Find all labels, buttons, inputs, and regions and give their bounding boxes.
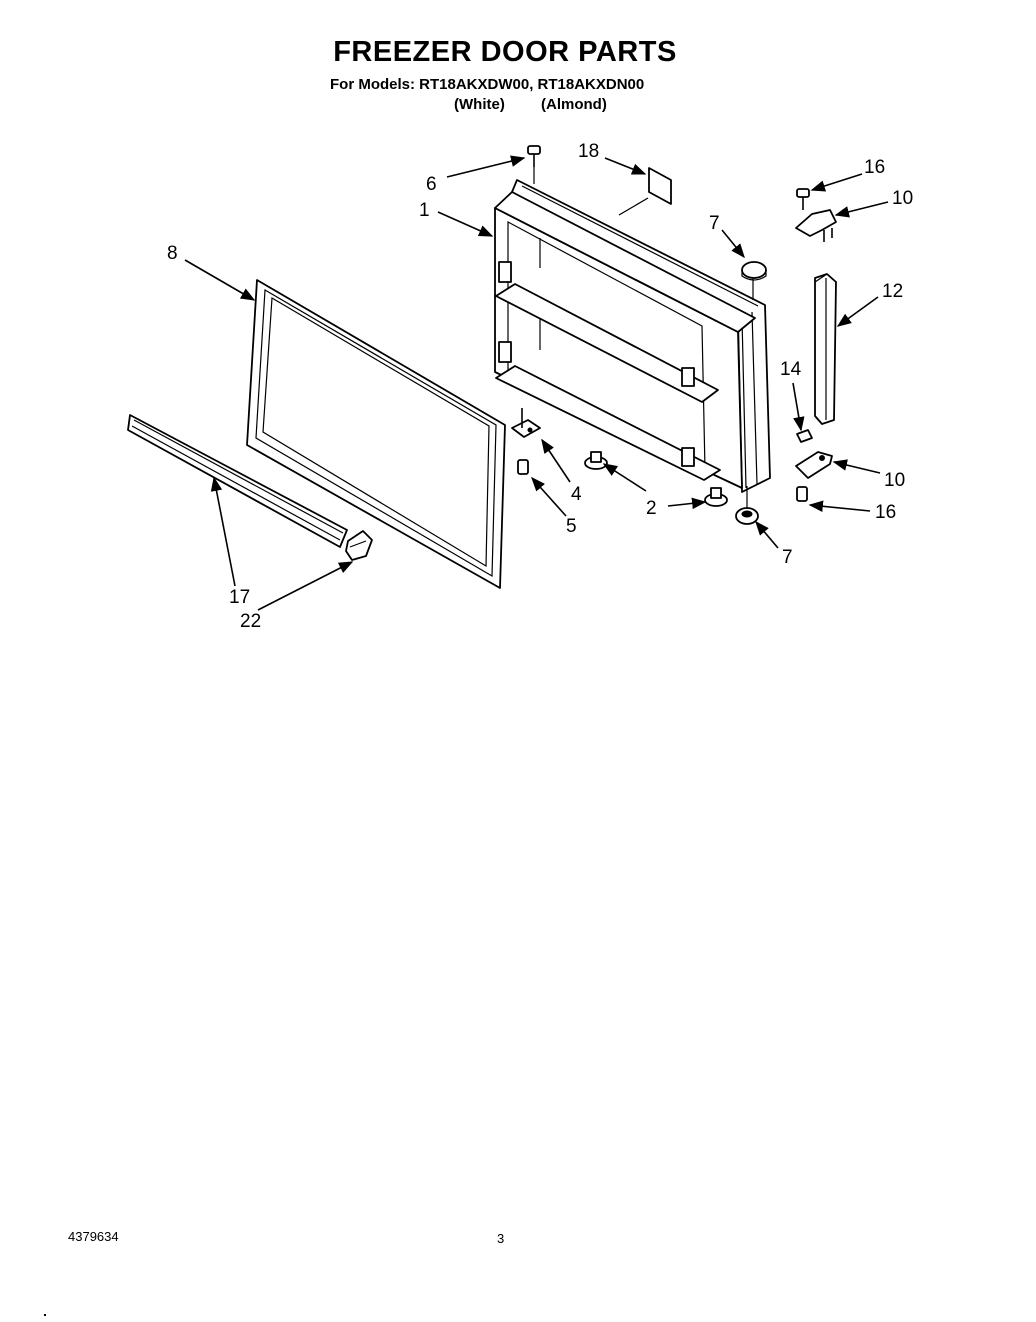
callout-18: 18 [578, 141, 599, 162]
page-title: FREEZER DOOR PARTS [333, 36, 677, 68]
door-stop-left [584, 451, 608, 470]
callout-16-top: 16 [864, 157, 885, 178]
handle-screw-bottom [796, 486, 808, 502]
screw-top [527, 145, 541, 167]
bracket-screw [517, 459, 529, 475]
callout-22: 22 [240, 611, 261, 632]
document-number: 4379634 [68, 1229, 119, 1244]
callout-16-bottom: 16 [875, 502, 896, 523]
callout-1: 1 [419, 200, 430, 221]
handle-spacer [796, 429, 813, 443]
door-handle [814, 273, 837, 425]
label-plate [648, 167, 672, 205]
page-number: 3 [497, 1231, 505, 1246]
plug-button-top [741, 261, 767, 281]
door-bracket [511, 408, 541, 438]
handle-bracket-top [795, 209, 837, 242]
scan-mark [44, 1314, 46, 1316]
callout-6: 6 [426, 174, 437, 195]
door-trim-strip [127, 414, 348, 548]
plug-button-bottom [735, 507, 759, 525]
handle-screw-top [796, 188, 810, 210]
callout-10-bottom: 10 [884, 470, 905, 491]
door-gasket [246, 279, 506, 589]
door-stop-right [704, 487, 728, 507]
handle-bracket-bottom [795, 451, 833, 479]
callout-4: 4 [571, 484, 582, 505]
trim-end-cap [345, 530, 373, 561]
callout-10-top: 10 [892, 188, 913, 209]
models-line: For Models: RT18AKXDW00, RT18AKXDN00 [330, 76, 645, 93]
callout-labels: 6 18 16 10 1 7 8 12 14 10 4 2 16 5 7 17 … [167, 141, 913, 632]
color-white-label: (White) [454, 96, 505, 113]
callout-7-bottom: 7 [782, 547, 793, 568]
callout-8: 8 [167, 243, 178, 264]
door-liner [494, 179, 771, 493]
callout-17: 17 [229, 587, 250, 608]
color-almond-label: (Almond) [541, 96, 607, 113]
callout-12: 12 [882, 281, 903, 302]
callout-7-top: 7 [709, 213, 720, 234]
callout-2: 2 [646, 498, 657, 519]
callout-5: 5 [566, 516, 577, 537]
leader-lines [184, 155, 889, 611]
callout-14: 14 [780, 359, 802, 380]
